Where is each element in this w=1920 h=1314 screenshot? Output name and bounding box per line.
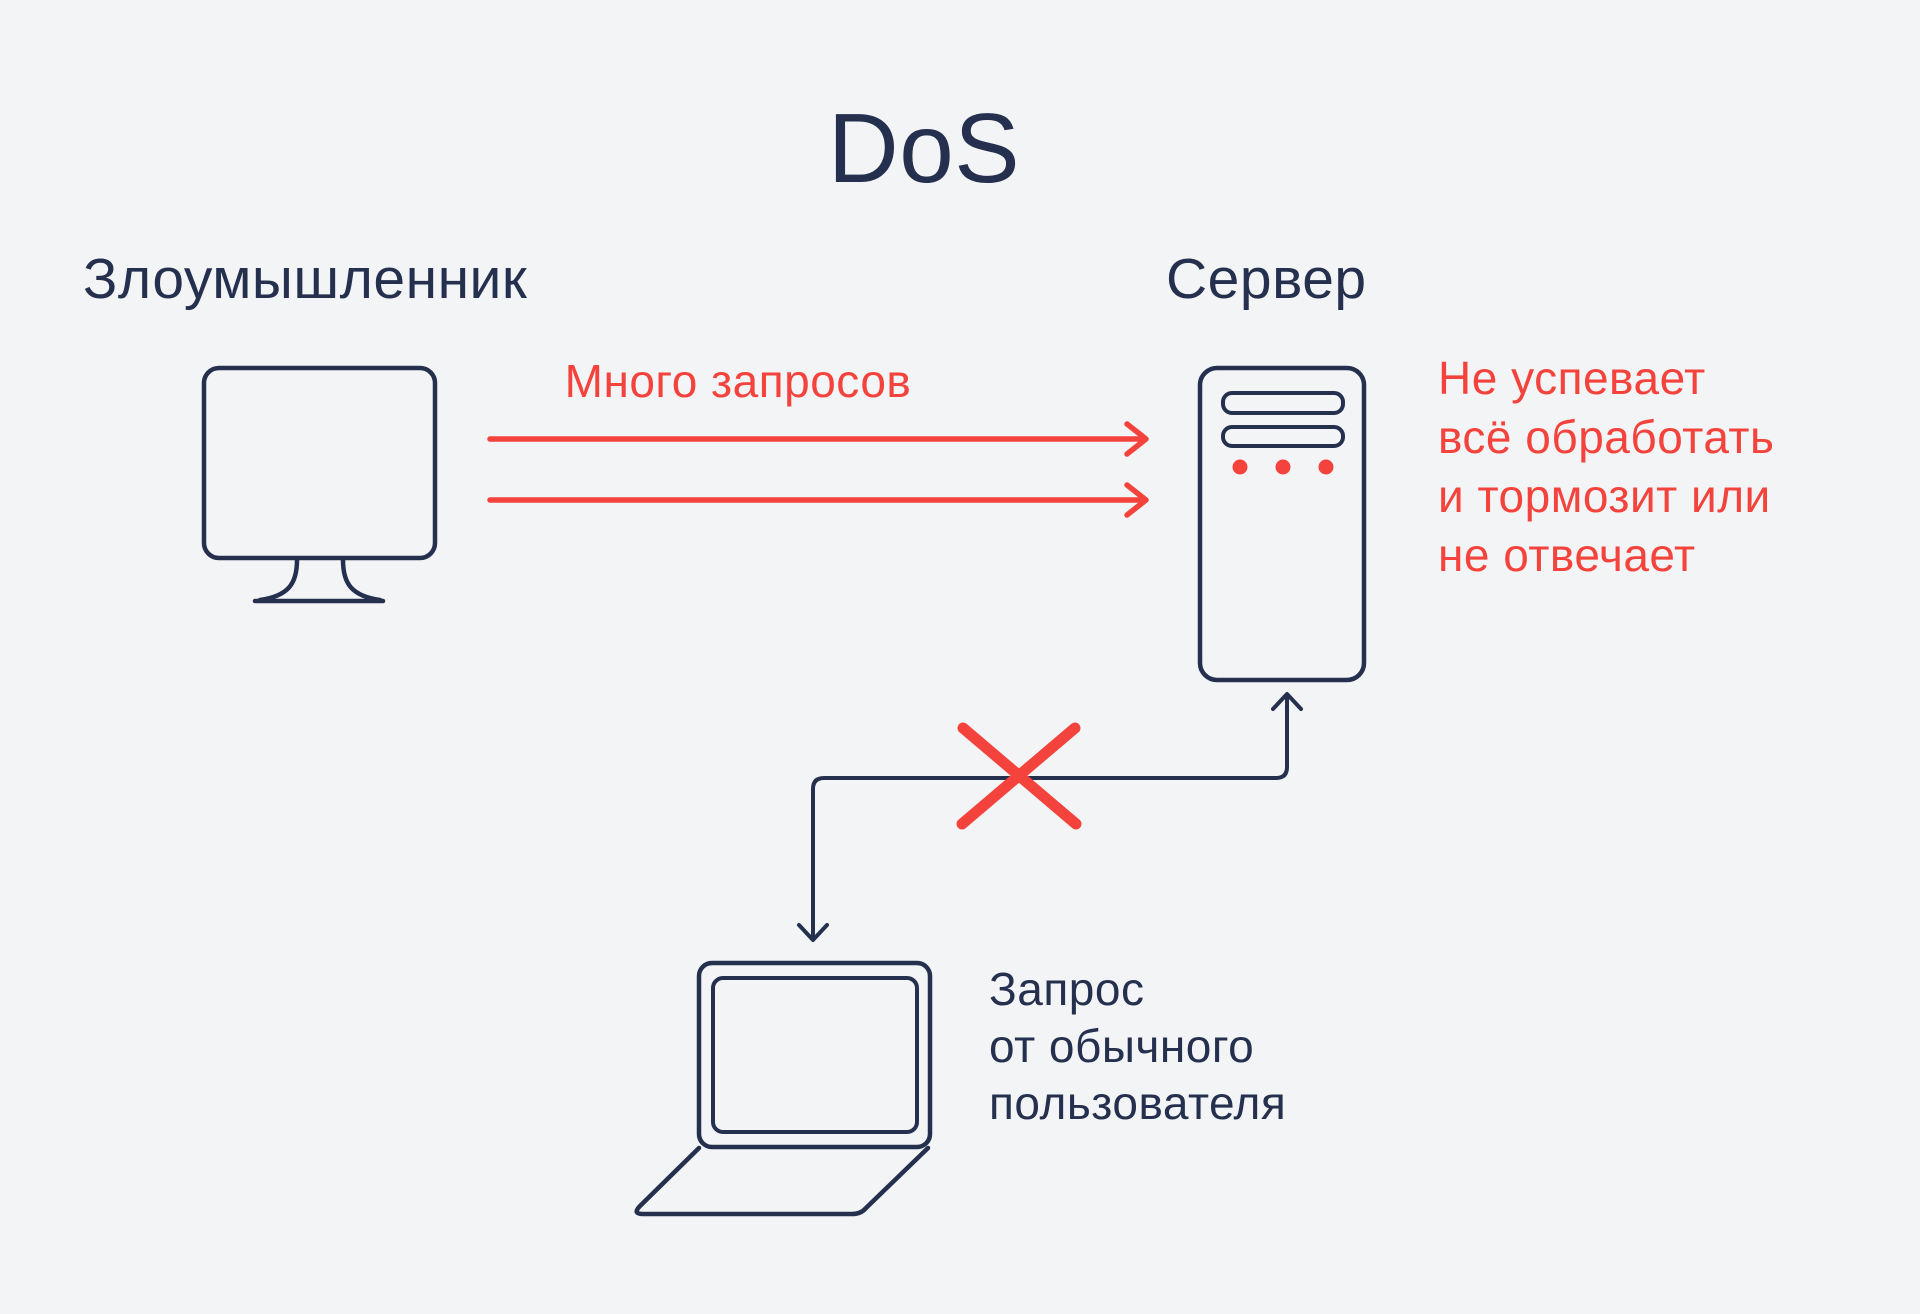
user-request-note-line: пользователя (989, 1077, 1287, 1129)
attacker-label: Злоумышленник (83, 247, 528, 311)
server-overload-note: Не успевает всё обработать и тормозит ил… (1438, 349, 1774, 585)
blocked-cross-icon (956, 722, 1082, 830)
laptop-icon (634, 960, 933, 1217)
user-request-note-line: от обычного (989, 1020, 1255, 1072)
desktop-computer-icon (201, 365, 438, 604)
many-requests-label: Много запросов (564, 355, 912, 407)
user-request-arrow-icon (797, 692, 1303, 942)
server-tower-icon (1197, 365, 1367, 683)
server-label: Сервер (1166, 247, 1367, 311)
attack-arrow-top-icon (487, 421, 1149, 457)
attack-arrow-bottom-icon (487, 482, 1149, 518)
user-request-note: Запрос от обычного пользователя (989, 961, 1286, 1132)
server-overload-note-line: всё обработать (1438, 411, 1775, 463)
server-overload-note-line: Не успевает (1438, 352, 1706, 404)
server-overload-note-line: и тормозит или (1438, 470, 1771, 522)
diagram-title: DoS (827, 93, 1021, 203)
server-overload-note-line: не отвечает (1438, 529, 1696, 581)
user-request-note-line: Запрос (989, 963, 1145, 1015)
